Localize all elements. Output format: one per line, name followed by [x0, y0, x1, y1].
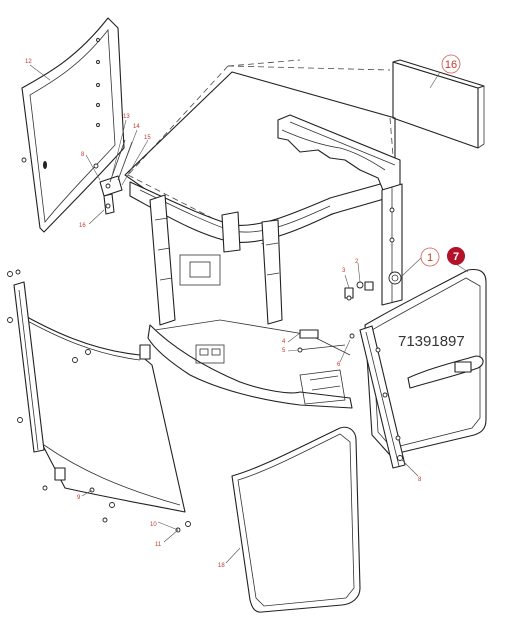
part-18-front-window-seal — [231, 426, 361, 613]
callout-3[interactable]: 3 — [342, 268, 346, 274]
right-rear-post — [381, 183, 403, 306]
reference-number: 71391897 — [398, 333, 465, 350]
svg-text:13: 13 — [123, 114, 130, 120]
svg-text:15: 15 — [144, 135, 151, 141]
callout-11[interactable]: 11 — [155, 542, 162, 548]
svg-text:7: 7 — [453, 251, 459, 263]
callout-1[interactable]: 1 — [420, 247, 440, 267]
svg-text:6: 6 — [337, 362, 341, 368]
callout-12[interactable]: 12 — [25, 59, 32, 65]
svg-text:11: 11 — [155, 542, 162, 548]
callout-2[interactable]: 2 — [355, 259, 359, 265]
svg-text:3: 3 — [342, 268, 346, 274]
callout-10[interactable]: 10 — [150, 522, 157, 528]
callout-6[interactable]: 6 — [337, 362, 341, 368]
callout-9[interactable]: 9 — [77, 495, 81, 501]
svg-text:16: 16 — [445, 59, 457, 71]
svg-text:14: 14 — [133, 124, 140, 130]
front-posts — [149, 194, 283, 326]
svg-text:18: 18 — [218, 563, 225, 569]
svg-text:8: 8 — [418, 477, 422, 483]
leader-lines — [29, 64, 469, 564]
svg-text:2: 2 — [355, 259, 359, 265]
svg-text:10: 10 — [150, 522, 157, 528]
svg-text:4: 4 — [282, 339, 286, 345]
callout-15[interactable]: 15 — [144, 135, 151, 141]
callout-5[interactable]: 5 — [282, 348, 286, 354]
svg-text:1: 1 — [427, 252, 433, 264]
svg-text:5: 5 — [282, 348, 286, 354]
callout-16[interactable]: 16 — [79, 223, 86, 229]
callout-13[interactable]: 13 — [123, 114, 130, 120]
callout-18[interactable]: 18 — [218, 563, 225, 569]
callout-8-right[interactable]: 8 — [418, 477, 422, 483]
callout-14[interactable]: 14 — [133, 124, 140, 130]
svg-text:12: 12 — [25, 59, 32, 65]
svg-text:9: 9 — [77, 495, 81, 501]
svg-text:8: 8 — [81, 152, 85, 158]
left-lower-door — [7, 269, 191, 533]
part-7-right-door — [359, 268, 487, 469]
rear-header-bracket — [277, 114, 401, 196]
callout-8-left[interactable]: 8 — [81, 152, 85, 158]
part-17-rear-panel — [392, 59, 485, 149]
part-12-left-upper-window — [21, 17, 125, 233]
svg-text:16: 16 — [79, 223, 86, 229]
callout-4[interactable]: 4 — [282, 339, 286, 345]
small-hardware — [297, 281, 374, 353]
callout-17[interactable]: 16 — [441, 54, 461, 74]
callout-7-highlighted[interactable]: 7 — [447, 247, 465, 265]
cab-floor-deck — [147, 319, 353, 409]
